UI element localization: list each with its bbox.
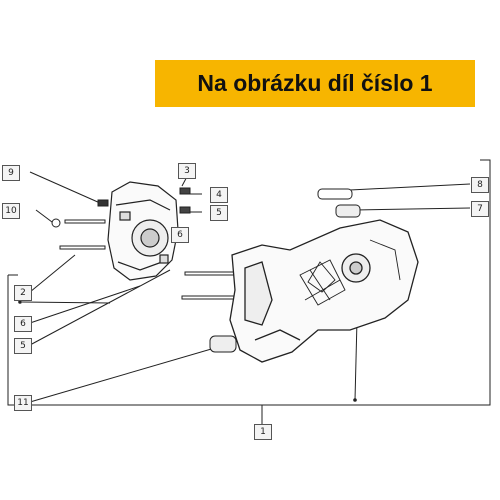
callout-7: 7 xyxy=(471,201,489,217)
callout-5-left: 5 xyxy=(14,338,32,354)
callout-3: 3 xyxy=(178,163,196,179)
callout-6-right: 6 xyxy=(171,227,189,243)
callout-11: 11 xyxy=(14,395,32,411)
callout-5-right: 5 xyxy=(210,205,228,221)
group-bracket-right xyxy=(262,159,491,406)
left-crankcase-half xyxy=(107,181,179,281)
callout-6-left: 6 xyxy=(14,316,32,332)
callout-1: 1 xyxy=(254,424,272,440)
callout-9: 9 xyxy=(2,165,20,181)
bushing-set xyxy=(209,188,361,353)
crankcase-ribs xyxy=(299,239,401,306)
title-banner: Na obrázku díl číslo 1 xyxy=(155,60,475,107)
callout-4: 4 xyxy=(210,187,228,203)
callout-8: 8 xyxy=(471,177,489,193)
main-crankcase xyxy=(229,219,419,363)
callout-10: 10 xyxy=(2,203,20,219)
callout-2: 2 xyxy=(14,285,32,301)
title-text: Na obrázku díl číslo 1 xyxy=(197,70,433,96)
bolt-set-left xyxy=(51,187,191,250)
stud-set-middle xyxy=(181,271,241,300)
group-bracket-left xyxy=(7,275,262,406)
